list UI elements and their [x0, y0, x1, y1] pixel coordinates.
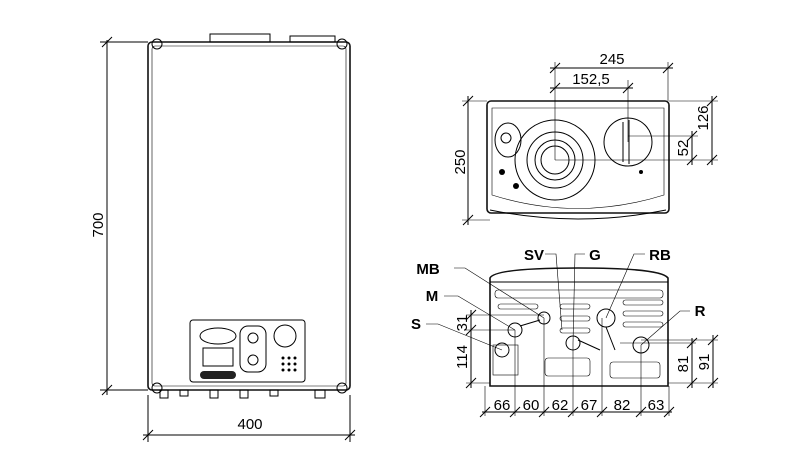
top-view: 245 152,5 250 126 52 — [452, 51, 718, 226]
bottom-dim: 62 — [552, 397, 569, 414]
dim-152-5: 152,5 — [572, 71, 610, 88]
bottom-dim: 82 — [614, 397, 631, 414]
display-screen — [202, 347, 234, 367]
control-panel — [189, 319, 306, 383]
bottom-connections — [159, 389, 326, 399]
dim-52: 52 — [675, 140, 692, 157]
dim-81: 81 — [675, 356, 692, 373]
bottom-dim: 60 — [523, 397, 540, 414]
label-g: G — [589, 247, 601, 264]
bottom-dim: 67 — [581, 397, 598, 414]
bottom-dim: 66 — [494, 397, 511, 414]
dim-126: 126 — [695, 105, 712, 130]
label-rb: RB — [649, 247, 671, 264]
bottom-view: MB SV G RB M R S — [411, 247, 719, 418]
front-view: 700 400 — [90, 33, 356, 442]
dim-250: 250 — [452, 149, 469, 174]
pressure-gauge — [273, 324, 297, 348]
boiler-casing — [147, 41, 351, 391]
height-dimension: 700 — [90, 212, 107, 237]
dim-31: 31 — [454, 315, 471, 332]
width-dimension: 400 — [237, 416, 262, 433]
dim-114: 114 — [454, 345, 471, 369]
label-s: S — [411, 316, 421, 333]
label-r: R — [695, 303, 706, 320]
dim-91: 91 — [696, 354, 713, 371]
dim-245: 245 — [599, 51, 624, 68]
air-intake — [494, 122, 522, 158]
label-mb: MB — [416, 261, 439, 278]
connection-s — [494, 342, 510, 358]
label-sv: SV — [524, 247, 544, 264]
bottom-dim: 63 — [648, 397, 665, 414]
label-m: M — [426, 288, 439, 305]
